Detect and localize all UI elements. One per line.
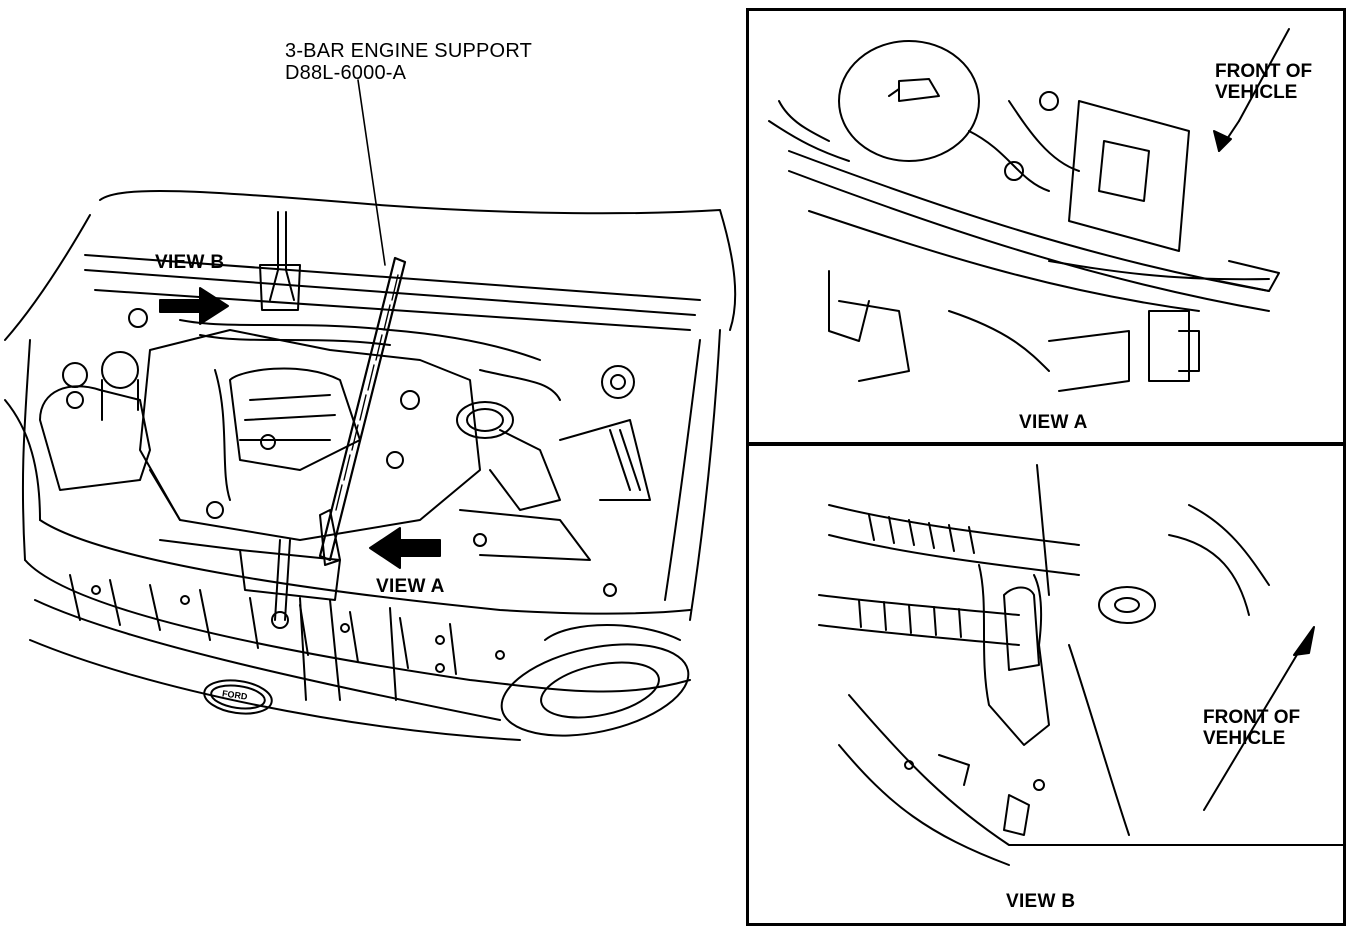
inset-view-a: FRONT OF VEHICLE VIEW A [746,8,1346,446]
view-a-illustration [768,28,1290,392]
engine-support-callout: 3-BAR ENGINE SUPPORT D88L-6000-A [285,40,532,84]
view-b-illustration [818,464,1343,866]
engine-bay-illustration [4,79,737,741]
view-a-front-line2: VEHICLE [1215,82,1298,103]
main-view-b-label: VIEW B [155,252,225,273]
view-b-front-line1: FRONT OF [1203,707,1301,728]
view-a-front-line1: FRONT OF [1215,61,1313,82]
inset-view-b: FRONT OF VEHICLE VIEW B [746,442,1346,926]
view-b-front-of-vehicle-label: FRONT OF VEHICLE [1203,707,1300,749]
main-view-a-label: VIEW A [376,576,445,597]
engine-support-callout-line2: D88L-6000-A [285,62,407,84]
view-a-caption: VIEW A [1019,412,1088,433]
view-b-front-line2: VEHICLE [1203,728,1286,749]
view-a-front-of-vehicle-label: FRONT OF VEHICLE [1215,61,1312,103]
engine-support-callout-line1: 3-BAR ENGINE SUPPORT [285,40,533,62]
view-b-caption: VIEW B [1006,891,1076,912]
